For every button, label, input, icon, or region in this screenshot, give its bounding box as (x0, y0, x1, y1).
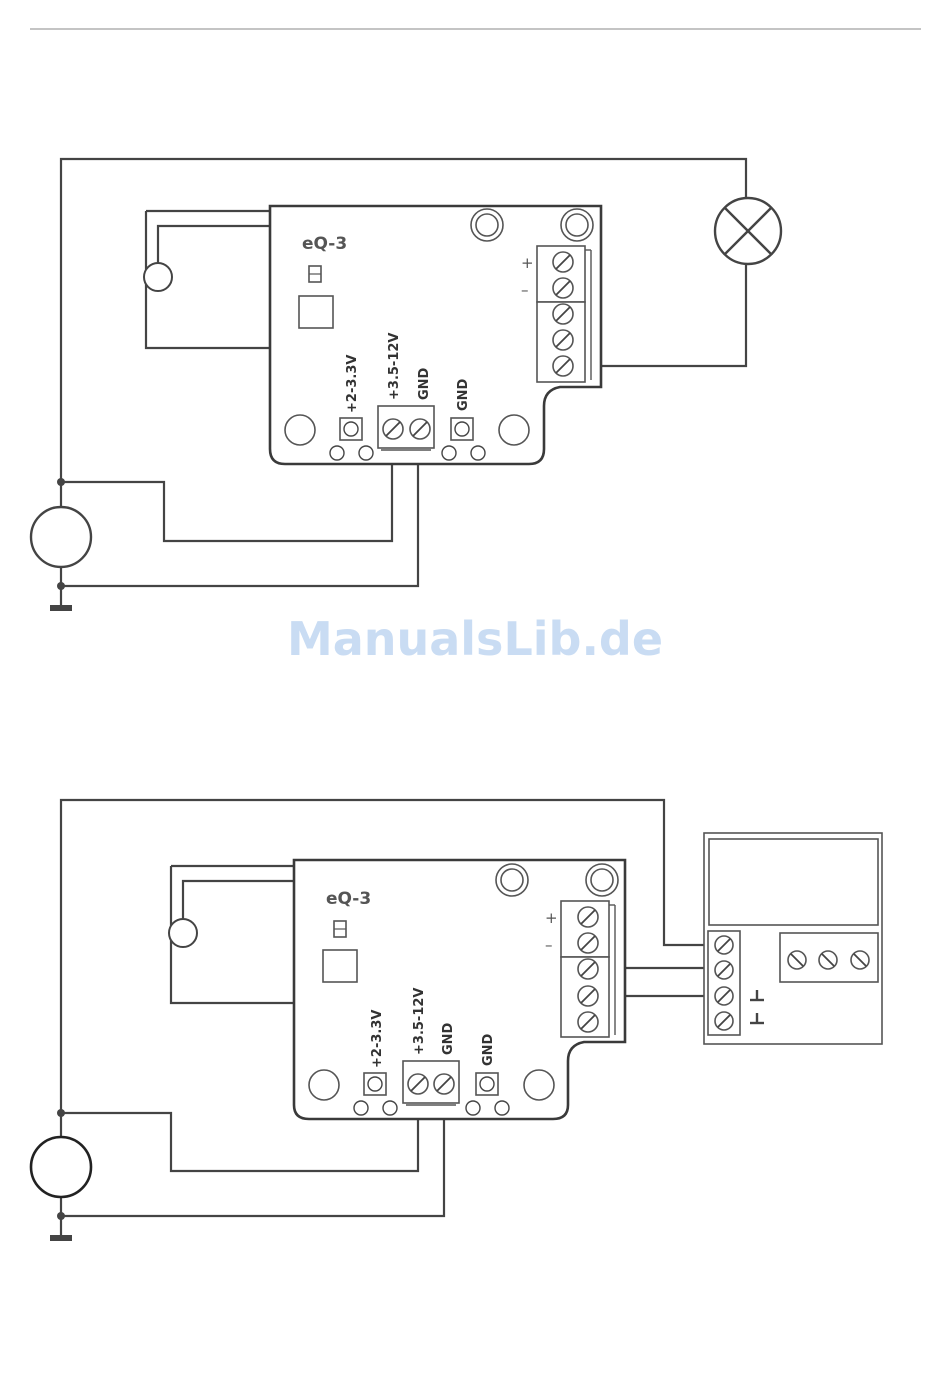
label-gnd-pin: GND (456, 378, 471, 411)
diagram-lamp-wiring: eQ-3 + – (31, 159, 781, 611)
junction-dot (57, 1109, 65, 1117)
label-3-5-12v: +3.5-12V (387, 333, 402, 400)
board-logo: eQ-3 (326, 889, 371, 909)
mount-hole (309, 1070, 339, 1100)
relay-module-cover (709, 839, 878, 925)
label-gnd-pin: GND (481, 1033, 496, 1066)
mount-hole (524, 1070, 554, 1100)
label-3-5-12v: +3.5-12V (412, 988, 427, 1055)
label-minus: – (545, 936, 553, 954)
power-source-icon (31, 507, 91, 567)
label-gnd-connector: GND (417, 367, 432, 400)
ground-icon (50, 1235, 72, 1241)
mount-hole (285, 415, 315, 445)
diagram-relay-wiring: eQ-3 + – (31, 800, 882, 1241)
label-gnd-connector: GND (441, 1022, 456, 1055)
label-2-3v: +2-3.3V (345, 355, 360, 413)
board-button (299, 296, 333, 328)
junction-dot (57, 582, 65, 590)
power-source-icon (31, 1137, 91, 1197)
watermark: ManualsLib.de (287, 612, 663, 666)
label-2-3v: +2-3.3V (370, 1010, 385, 1068)
junction-dot (57, 1212, 65, 1220)
junction-dot (57, 478, 65, 486)
antenna-icon (169, 919, 197, 947)
board-button (323, 950, 357, 982)
ground-icon (50, 605, 72, 611)
label-plus: + (521, 254, 534, 272)
label-plus: + (545, 909, 558, 927)
label-minus: – (521, 281, 529, 299)
antenna-icon (144, 263, 172, 291)
board-logo: eQ-3 (302, 234, 347, 254)
mount-hole (499, 415, 529, 445)
